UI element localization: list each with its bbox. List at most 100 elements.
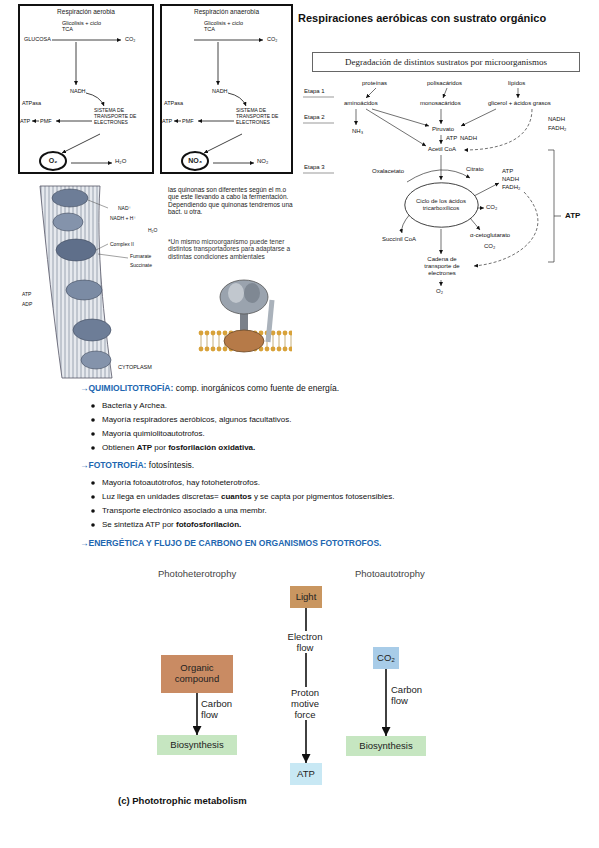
label-text: Mayoría quimiolitoautotrofos. [102, 429, 205, 438]
flow-arrow [198, 121, 234, 122]
label-text: cuantos [221, 492, 252, 501]
text-line: ATP [502, 168, 513, 175]
text-line: NAD⁺ [118, 206, 131, 212]
stage-rule [303, 97, 334, 98]
label-text: Cadena de transporte de electrones [424, 256, 459, 276]
label-text: CO₂ [486, 204, 497, 210]
lipid-bilayer [198, 330, 292, 352]
node-text: Respiración anaerobia [162, 8, 291, 15]
text-line: Luz llega en unidades discretas=cuantosy… [102, 492, 394, 501]
flow-arrow [441, 109, 442, 124]
label-text: CO₂ [125, 36, 135, 42]
text-line: Complex II [110, 242, 134, 248]
label-text: PMF [182, 118, 194, 124]
flow-arrow [52, 40, 121, 41]
text-line: ATPasa [22, 100, 41, 106]
flow-arrow [441, 155, 442, 180]
text-line: PMF [182, 118, 194, 124]
text-line: ATP [20, 118, 30, 124]
text-line: Fumarate [130, 254, 151, 260]
text-line: Proton motive force [282, 688, 328, 721]
protein-complex [53, 213, 83, 231]
node-text: Biosynthesis [359, 741, 412, 752]
protein-complex [81, 351, 111, 369]
flow-arrow [366, 109, 426, 146]
text-line: →QUIMIOLITOTROFÍA:comp. inorgánicos como… [80, 384, 339, 394]
node-text: Biosynthesis [170, 740, 223, 751]
text-line: NADH + H⁺ [110, 216, 136, 222]
text-line: Glicolisis + ciclo TCA [204, 20, 244, 33]
circle-outline [404, 183, 477, 227]
text-line: monosacáridos [420, 100, 461, 107]
label-text: SISTEMA DE TRANSPORTE DE ELECTRONES [236, 107, 278, 125]
text-line: ATPasa [164, 100, 183, 106]
text-line: NH₃ [352, 128, 363, 135]
text-line: CO₂ [484, 243, 495, 250]
label-text: NADH [70, 88, 86, 94]
label-text: Fumarate [130, 253, 151, 259]
label-text: polisacáridos [427, 80, 462, 86]
bracket [548, 150, 561, 262]
label-text: fotofosforilación. [176, 520, 241, 529]
bullet [91, 432, 95, 436]
text-line: CO₂ [125, 36, 135, 42]
text-line: SISTEMA DE TRANSPORTE DE ELECTRONES [236, 108, 280, 125]
bullet [91, 509, 95, 513]
label-text: Complex II [110, 241, 134, 247]
process-box: CO₂ [373, 647, 399, 669]
label-text: ATP [20, 118, 30, 124]
text-line: Mayoría quimiolitoautotrofos. [102, 429, 205, 438]
edge-label-line: Carbon flow [391, 685, 425, 707]
label-text: →QUIMIOLITOTROFÍA: [80, 383, 173, 393]
respiration-panel: Respiración aerobiaO₂ [18, 4, 154, 174]
label-text: glicerol + ácidos grasos [488, 100, 551, 106]
atp-synthase-illustration [198, 280, 292, 352]
label-text: Luz llega en unidades discretas= [102, 492, 219, 501]
node-text: NO₃ [188, 157, 202, 165]
label-text: ATPasa [164, 100, 183, 106]
peripheral-stalk [268, 300, 272, 342]
label-text: proteínas [362, 80, 387, 86]
bullet [91, 404, 95, 408]
edge-label-line: Carbon flow [201, 699, 235, 721]
label-text: ADP [22, 301, 32, 307]
acceptor-circle: O₂ [38, 150, 68, 172]
edge-label-line: Electron flow [282, 632, 328, 654]
label-text: fosforilación oxidativa. [168, 443, 255, 452]
membrane-band [40, 186, 112, 378]
label-text: y se capta por pigmentos fotosensibles. [254, 492, 395, 501]
text-line: Bacteria y Archea. [102, 401, 167, 410]
text-line: NADH [70, 88, 86, 94]
label-text: NADH [502, 176, 519, 182]
text-line: Photoheterotrophy [158, 569, 236, 580]
flow-arrow [194, 40, 263, 41]
flow-arrow [474, 183, 499, 196]
bullet [91, 523, 95, 527]
edge-label: Carbon flow [391, 684, 422, 706]
label-text: α-cetoglutarato [470, 232, 510, 238]
text-line: →ENERGÉTICA Y FLUJO DE CARBONO EN ORGANI… [80, 539, 381, 549]
label-text: Obtienen [102, 443, 134, 452]
process-box: Organic compound [161, 655, 233, 693]
label-text: NO₂ [257, 158, 268, 164]
text-line: FADH₂ [502, 184, 520, 191]
label-text: Mayoría fotoautótrofos, hay fotoheterotr… [102, 478, 260, 487]
text-line: Se sintetiza ATP porfotofosforilación. [102, 520, 241, 529]
label-text: NADH [212, 88, 228, 94]
label-text: Se sintetiza ATP por [102, 520, 174, 529]
label-text: Glicolisis + ciclo TCA [204, 20, 243, 32]
label-text: Piruvato [432, 126, 454, 132]
bullet [91, 495, 95, 499]
text-line: Citrato [466, 166, 484, 173]
label-text: ATP [162, 118, 172, 124]
label-text: fotosíntesis. [149, 460, 194, 470]
flow-arrow [385, 669, 387, 736]
label-text: las quinonas son diferentes según el m.o… [168, 186, 293, 215]
label-text: PMF [40, 118, 52, 124]
label-text: ATP [502, 168, 513, 174]
protein-complex [56, 239, 96, 261]
label-text: *Un mismo microorganismo puede tener dis… [168, 238, 290, 260]
label-text: Oxalacetato [372, 168, 404, 174]
node-text: Respiración aerobia [20, 8, 152, 15]
